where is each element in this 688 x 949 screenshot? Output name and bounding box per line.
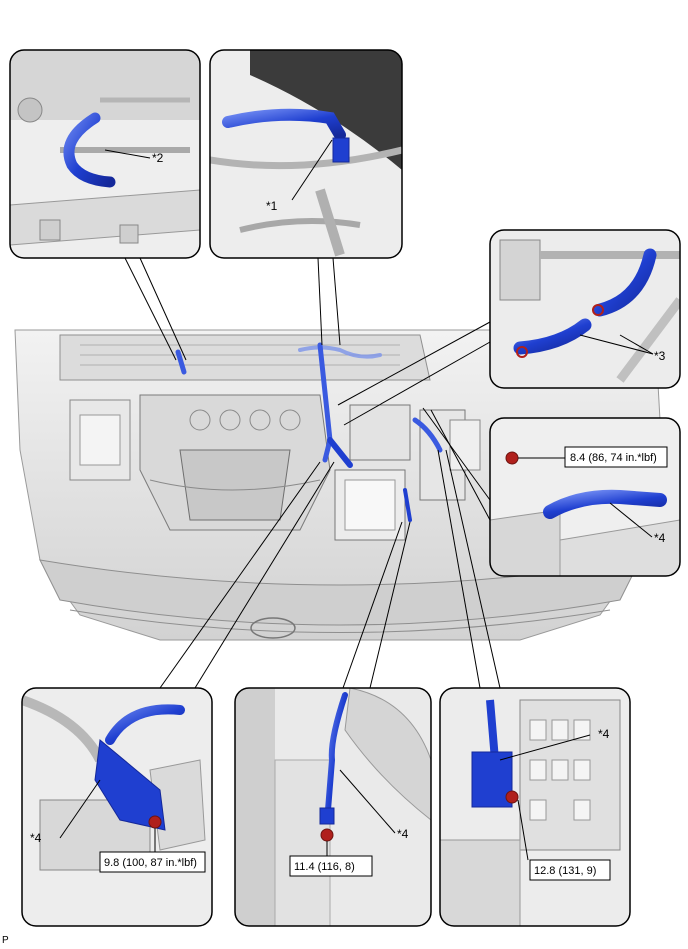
torque-label: 11.4 (116, 8): [294, 861, 355, 873]
detail-panel-4: 8.4 (86, 74 in.*lbf) *4: [489, 417, 681, 577]
detail-panel-2: *2: [9, 49, 201, 259]
callout-label: *1: [266, 199, 278, 213]
torque-label: 9.8 (100, 87 in.*lbf): [104, 857, 197, 869]
callout-label: *4: [654, 531, 666, 545]
detail-panel-4-bottom-center: *4 11.4 (116, 8): [234, 687, 432, 927]
torque-label: 8.4 (86, 74 in.*lbf): [570, 452, 657, 464]
callout-label: *4: [598, 727, 610, 741]
callout-label: *4: [397, 827, 409, 841]
detail-panel-4-bottom-right: *4 12.8 (131, 9): [439, 687, 631, 927]
callout-label: *3: [654, 349, 666, 363]
detail-panel-4-bottom-left: *4 9.8 (100, 87 in.*lbf): [21, 687, 213, 927]
torque-label: 12.8 (131, 9): [534, 865, 596, 877]
callout-label: *4: [30, 831, 42, 845]
detail-panel-3: *3: [489, 229, 681, 389]
detail-panel-1: *1: [209, 49, 403, 259]
callout-label: *2: [152, 151, 164, 165]
main-engine-view: [14, 329, 661, 641]
leader-lines: [124, 257, 501, 689]
figure-code: P: [2, 935, 9, 946]
